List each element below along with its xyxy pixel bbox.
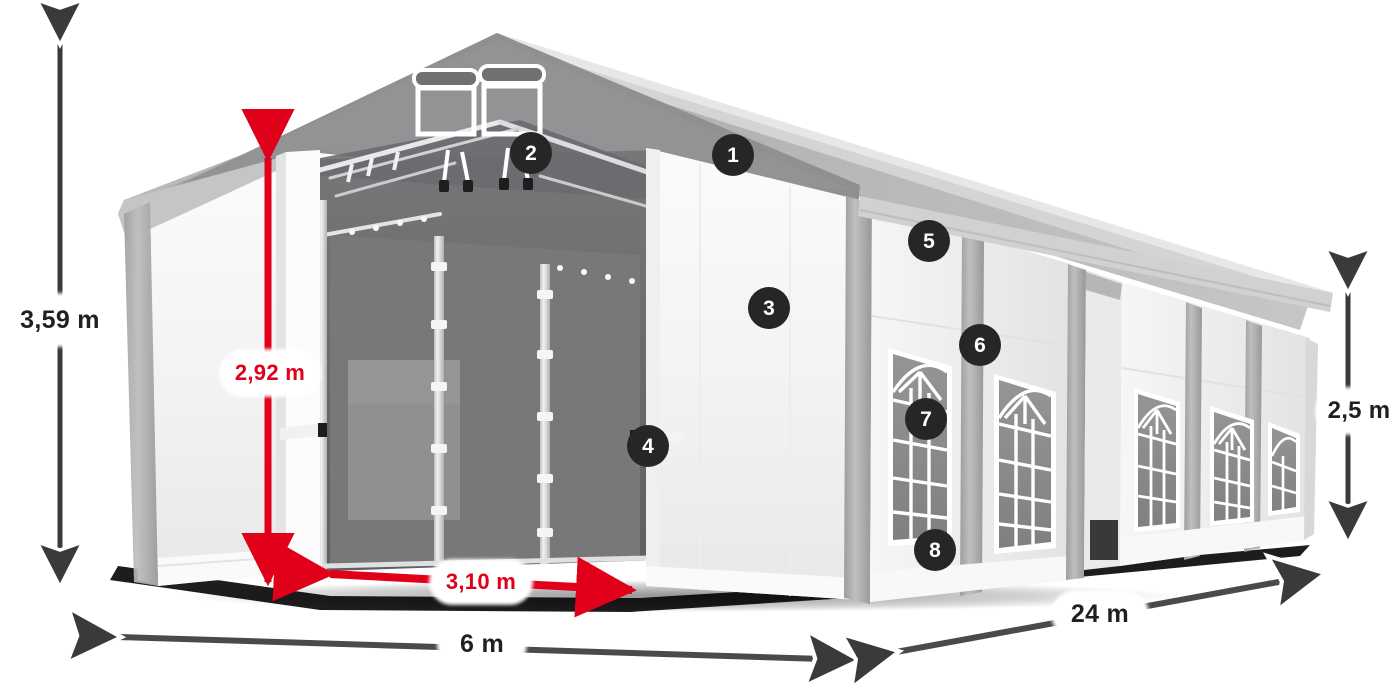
window-panel bbox=[1134, 388, 1180, 532]
badge-number: 5 bbox=[923, 229, 935, 253]
dimension-value: 3,59 m bbox=[20, 305, 100, 334]
dimension-value: 24 m bbox=[1070, 599, 1130, 628]
dimension-label-length: 24 m bbox=[1054, 593, 1146, 635]
dimension-label-width: 6 m bbox=[440, 623, 524, 665]
tent-interior bbox=[300, 120, 700, 572]
steel-frame bbox=[316, 119, 703, 570]
window-panel bbox=[1210, 406, 1254, 526]
front-right-wall bbox=[646, 148, 860, 600]
window-panel bbox=[1268, 422, 1300, 516]
feature-badge-7[interactable]: 7 bbox=[905, 398, 947, 440]
badge-number: 4 bbox=[642, 434, 654, 458]
corner-strap-right bbox=[844, 196, 872, 604]
dimension-label-door-width: 3,10 m bbox=[432, 562, 530, 602]
window-panel bbox=[888, 348, 952, 546]
feature-badge-2[interactable]: 2 bbox=[510, 132, 552, 174]
badge-number: 1 bbox=[727, 143, 739, 167]
dimension-value: 3,10 m bbox=[445, 569, 517, 594]
dimension-label-height-side: 2,5 m bbox=[1318, 390, 1400, 432]
feature-badge-3[interactable]: 3 bbox=[748, 287, 790, 329]
feature-badge-5[interactable]: 5 bbox=[908, 220, 950, 262]
feature-badge-6[interactable]: 6 bbox=[959, 324, 1001, 366]
feature-badge-1[interactable]: 1 bbox=[712, 134, 754, 176]
side-wall-section-a bbox=[870, 204, 1071, 602]
feature-badge-8[interactable]: 8 bbox=[914, 529, 956, 571]
badge-number: 8 bbox=[929, 538, 941, 562]
dimension-label-height-interior: 2,92 m bbox=[222, 352, 318, 394]
dimension-value: 2,92 m bbox=[234, 360, 306, 385]
badge-number: 3 bbox=[763, 296, 775, 320]
dimension-label-height-total: 3,59 m bbox=[6, 296, 114, 344]
side-wall-divider bbox=[1066, 264, 1122, 580]
right-end-cap bbox=[1304, 338, 1318, 540]
dimension-value: 6 m bbox=[460, 629, 504, 658]
gable-vent-windows bbox=[346, 64, 546, 192]
dimension-value: 2,5 m bbox=[1327, 397, 1391, 424]
badge-number: 6 bbox=[974, 333, 986, 357]
feature-badge-4[interactable]: 4 bbox=[627, 425, 669, 467]
corner-strap-left bbox=[124, 202, 158, 586]
side-wall-section-b bbox=[1120, 282, 1311, 566]
badge-number: 7 bbox=[920, 407, 932, 431]
badge-number: 2 bbox=[525, 141, 537, 165]
window-panel bbox=[994, 374, 1056, 554]
